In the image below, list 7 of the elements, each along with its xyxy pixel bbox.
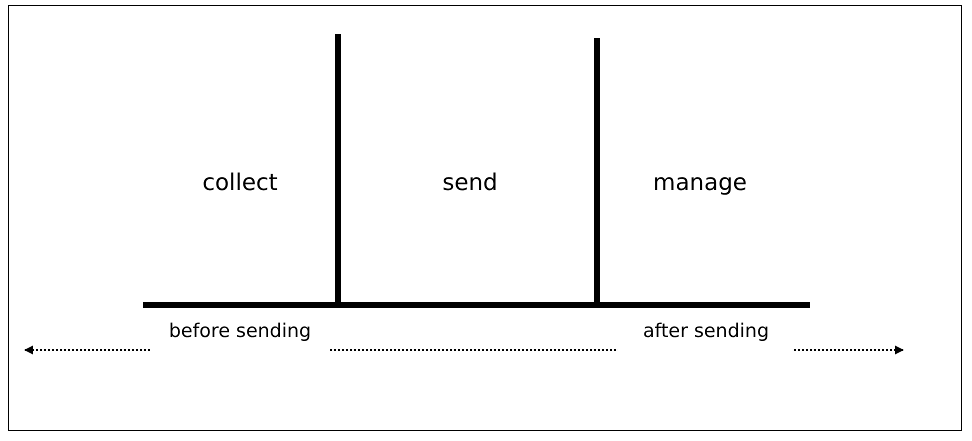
phase-label: after sending xyxy=(618,316,794,346)
dotted-arrow xyxy=(24,346,150,354)
phase-label: before sending xyxy=(150,316,330,346)
stage-label: send xyxy=(442,170,498,196)
dotted-arrow xyxy=(794,346,904,354)
stage-label: collect xyxy=(202,170,278,196)
stage-label: manage xyxy=(653,170,747,196)
